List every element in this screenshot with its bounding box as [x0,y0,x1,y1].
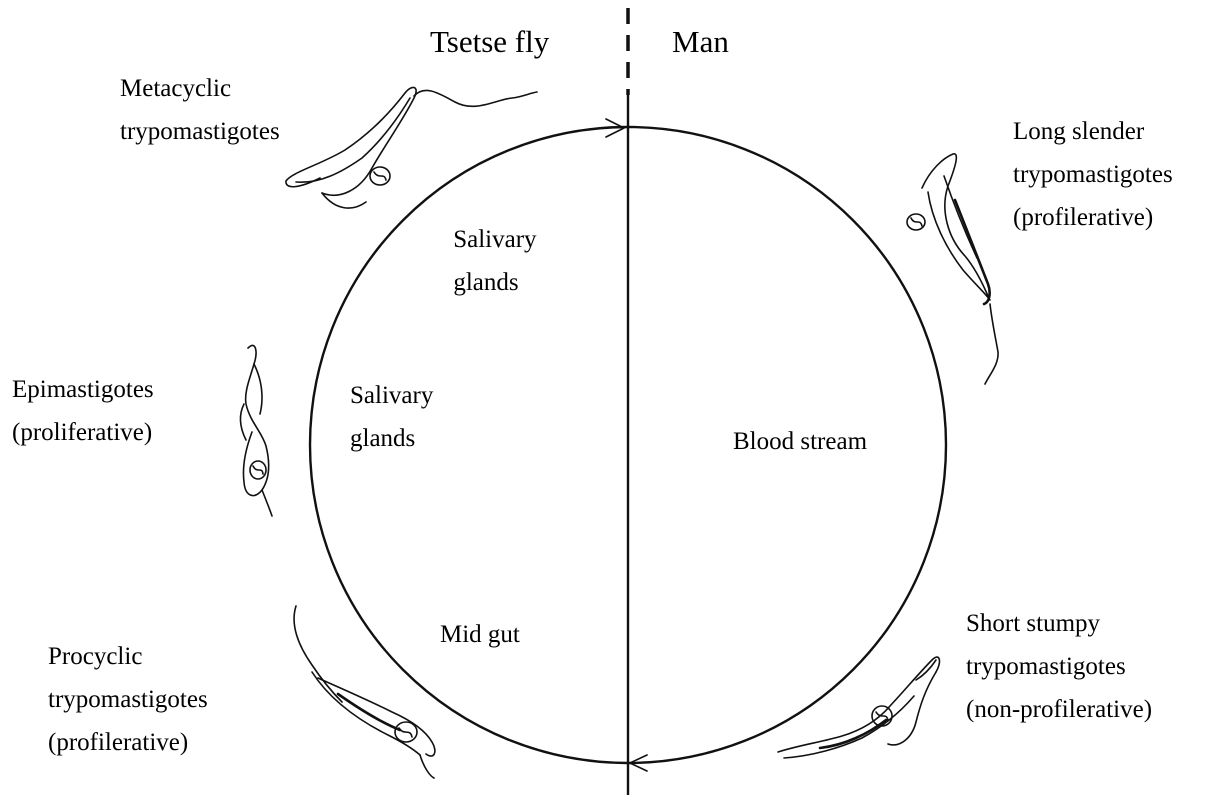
man-header: Man [672,24,729,59]
trypanosome-metacyclic-icon [286,87,537,208]
trypanosome-long-slender-icon [907,154,998,384]
procyclic-label: Procyclic trypomastigotes (profilerative… [48,643,214,756]
short-stumpy-label: Short stumpy trypomastigotes (non-profil… [966,610,1152,723]
salivary-glands-upper-label: Salivary glands [453,226,543,296]
long-slender-label: Long slender trypomastigotes (profilerat… [1013,118,1179,231]
trypanosome-short-stumpy-icon [778,657,939,758]
epimastigotes-label: Epimastigotes (proliferative) [12,376,160,446]
trypanosome-epimastigote-icon [240,345,272,516]
blood-stream-label: Blood stream [733,428,868,455]
tsetse-fly-header: Tsetse fly [430,24,550,59]
metacyclic-label: Metacyclic trypomastigotes [120,75,280,145]
trypanosome-procyclic-icon [294,606,435,778]
mid-gut-label: Mid gut [440,621,520,648]
salivary-glands-mid-label: Salivary glands [350,382,440,452]
